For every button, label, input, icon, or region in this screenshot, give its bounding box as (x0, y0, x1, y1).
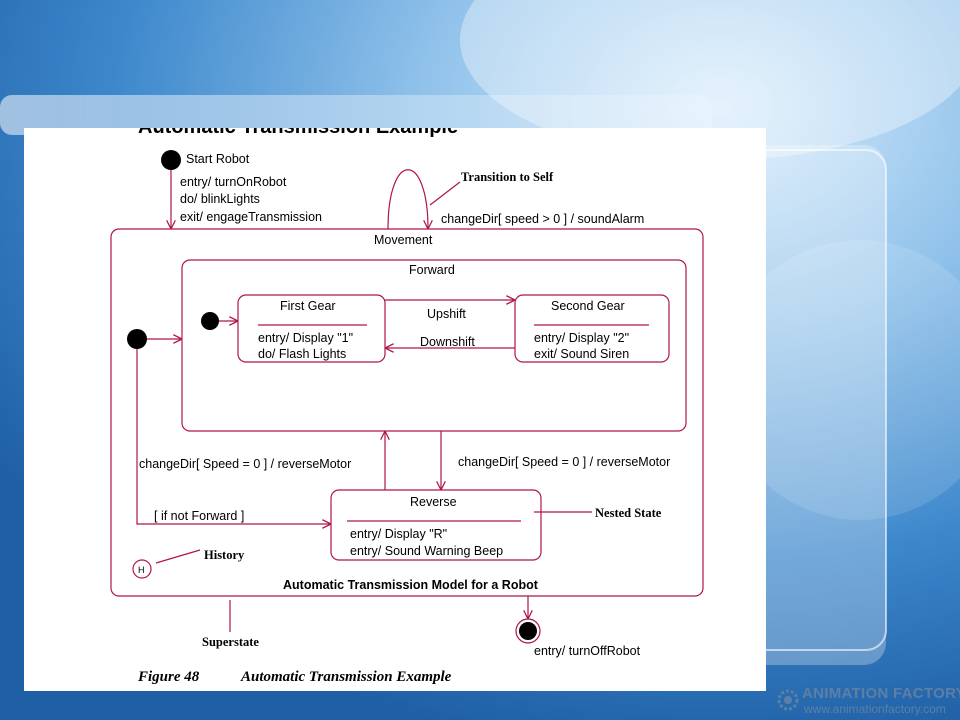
model-label: Automatic Transmission Model for a Robot (283, 578, 539, 592)
animation-factory-logo-icon (777, 689, 799, 711)
initial-state-movement (127, 329, 147, 349)
forward-label: Forward (409, 263, 455, 277)
reverse-label: Reverse (410, 495, 457, 509)
self-transition-label: changeDir[ speed > 0 ] / soundAlarm (441, 212, 644, 226)
reverse-action-1: entry/ Display "R" (350, 527, 447, 541)
to-forward-label: changeDir[ Speed = 0 ] / reverseMotor (139, 457, 351, 471)
history-symbol: H (138, 565, 145, 575)
second-gear-state (514, 294, 670, 363)
second-gear-action-1: entry/ Display "2" (534, 331, 629, 345)
to-reverse-label: changeDir[ Speed = 0 ] / reverseMotor (458, 455, 670, 469)
start-state-label: Start Robot (186, 152, 250, 166)
start-action-1: entry/ turnOnRobot (180, 175, 287, 189)
reverse-state (330, 489, 542, 561)
first-gear-state (237, 294, 386, 363)
reverse-action-2: entry/ Sound Warning Beep (350, 544, 503, 558)
nested-state-note: Nested State (595, 506, 662, 520)
watermark: ANIMATION FACTORY www.animationfactory.c… (770, 684, 960, 718)
movement-superstate (110, 228, 704, 597)
watermark-title: ANIMATION FACTORY (802, 685, 960, 702)
second-gear-label: Second Gear (551, 299, 625, 313)
upshift-label: Upshift (427, 307, 466, 321)
slide-panel (24, 128, 766, 691)
downshift-label: Downshift (420, 335, 475, 349)
final-state-ring (515, 618, 541, 644)
start-action-3: exit/ engageTransmission (180, 210, 322, 224)
history-pseudostate (132, 559, 152, 579)
forward-state (181, 259, 687, 432)
start-action-2: do/ blinkLights (180, 192, 260, 206)
figure-title: Automatic Transmission Example (240, 669, 452, 685)
first-gear-action-1: entry/ Display "1" (258, 331, 353, 345)
transition-to-self-note: Transition to Self (461, 170, 554, 184)
movement-label: Movement (374, 233, 433, 247)
second-gear-action-2: exit/ Sound Siren (534, 347, 629, 361)
figure-number: Figure 48 (137, 669, 200, 685)
if-not-forward-label: [ if not Forward ] (154, 509, 244, 523)
initial-state-start (161, 150, 181, 170)
first-gear-label: First Gear (280, 299, 336, 313)
slide-header-partial: Automatic Transmission Example (138, 116, 458, 138)
first-gear-action-2: do/ Flash Lights (258, 347, 346, 361)
initial-state-forward (201, 312, 219, 330)
watermark-url: www.animationfactory.com (804, 702, 946, 716)
final-state (519, 622, 537, 640)
history-note: History (204, 548, 245, 562)
end-action-label: entry/ turnOffRobot (534, 644, 641, 658)
superstate-note: Superstate (202, 635, 259, 649)
